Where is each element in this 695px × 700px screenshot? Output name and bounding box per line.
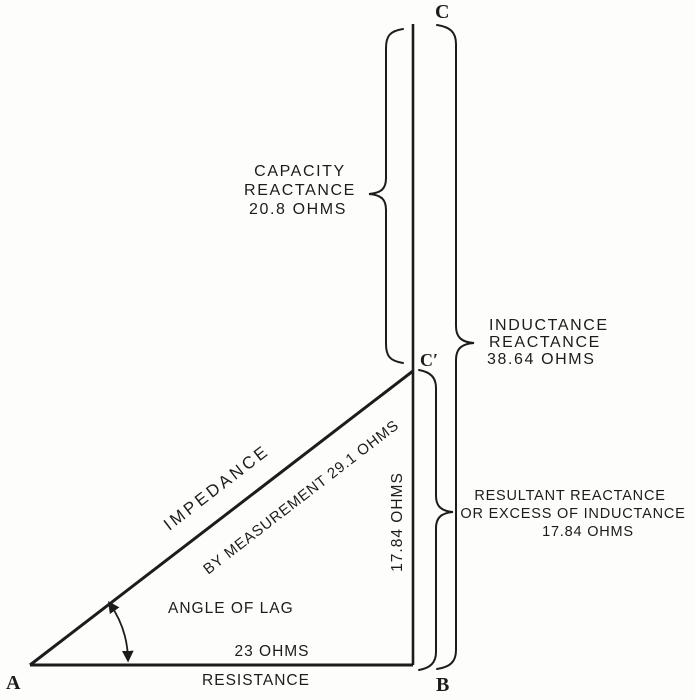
resistance-value-label: 23 OHMS [234, 643, 309, 660]
capacity-label-line1: CAPACITY [254, 163, 346, 180]
point-label-a: A [6, 672, 21, 694]
resistance-label: RESISTANCE [202, 672, 310, 689]
impedance-label-line2: BY MEASUREMENT 29.1 OHMS [200, 417, 402, 578]
resultant-label-line2: OR EXCESS OF INDUCTANCE [460, 506, 685, 522]
inductance-label-line3: 38.64 OHMS [487, 351, 595, 368]
capacity-brace [368, 28, 404, 364]
point-label-c: C [435, 1, 449, 23]
inductance-label-line2: REACTANCE [489, 334, 601, 351]
bc-segment-label: 17.84 OHMS [389, 472, 406, 572]
resultant-brace [418, 369, 454, 671]
angle-of-lag-arc [107, 601, 134, 663]
point-label-b: B [436, 674, 449, 696]
inductance-label-line1: INDUCTANCE [489, 317, 609, 334]
resultant-label-line1: RESULTANT REACTANCE [474, 488, 665, 504]
inductance-brace [436, 24, 475, 670]
angle-of-lag-label: ANGLE OF LAG [168, 600, 294, 617]
impedance-line-ac [29, 369, 414, 667]
resultant-label-line3: 17.84 OHMS [542, 524, 634, 540]
point-label-c-prime: C′ [420, 350, 438, 370]
capacity-label-line3: 20.8 OHMS [249, 201, 347, 218]
capacity-label-line2: REACTANCE [244, 182, 356, 199]
